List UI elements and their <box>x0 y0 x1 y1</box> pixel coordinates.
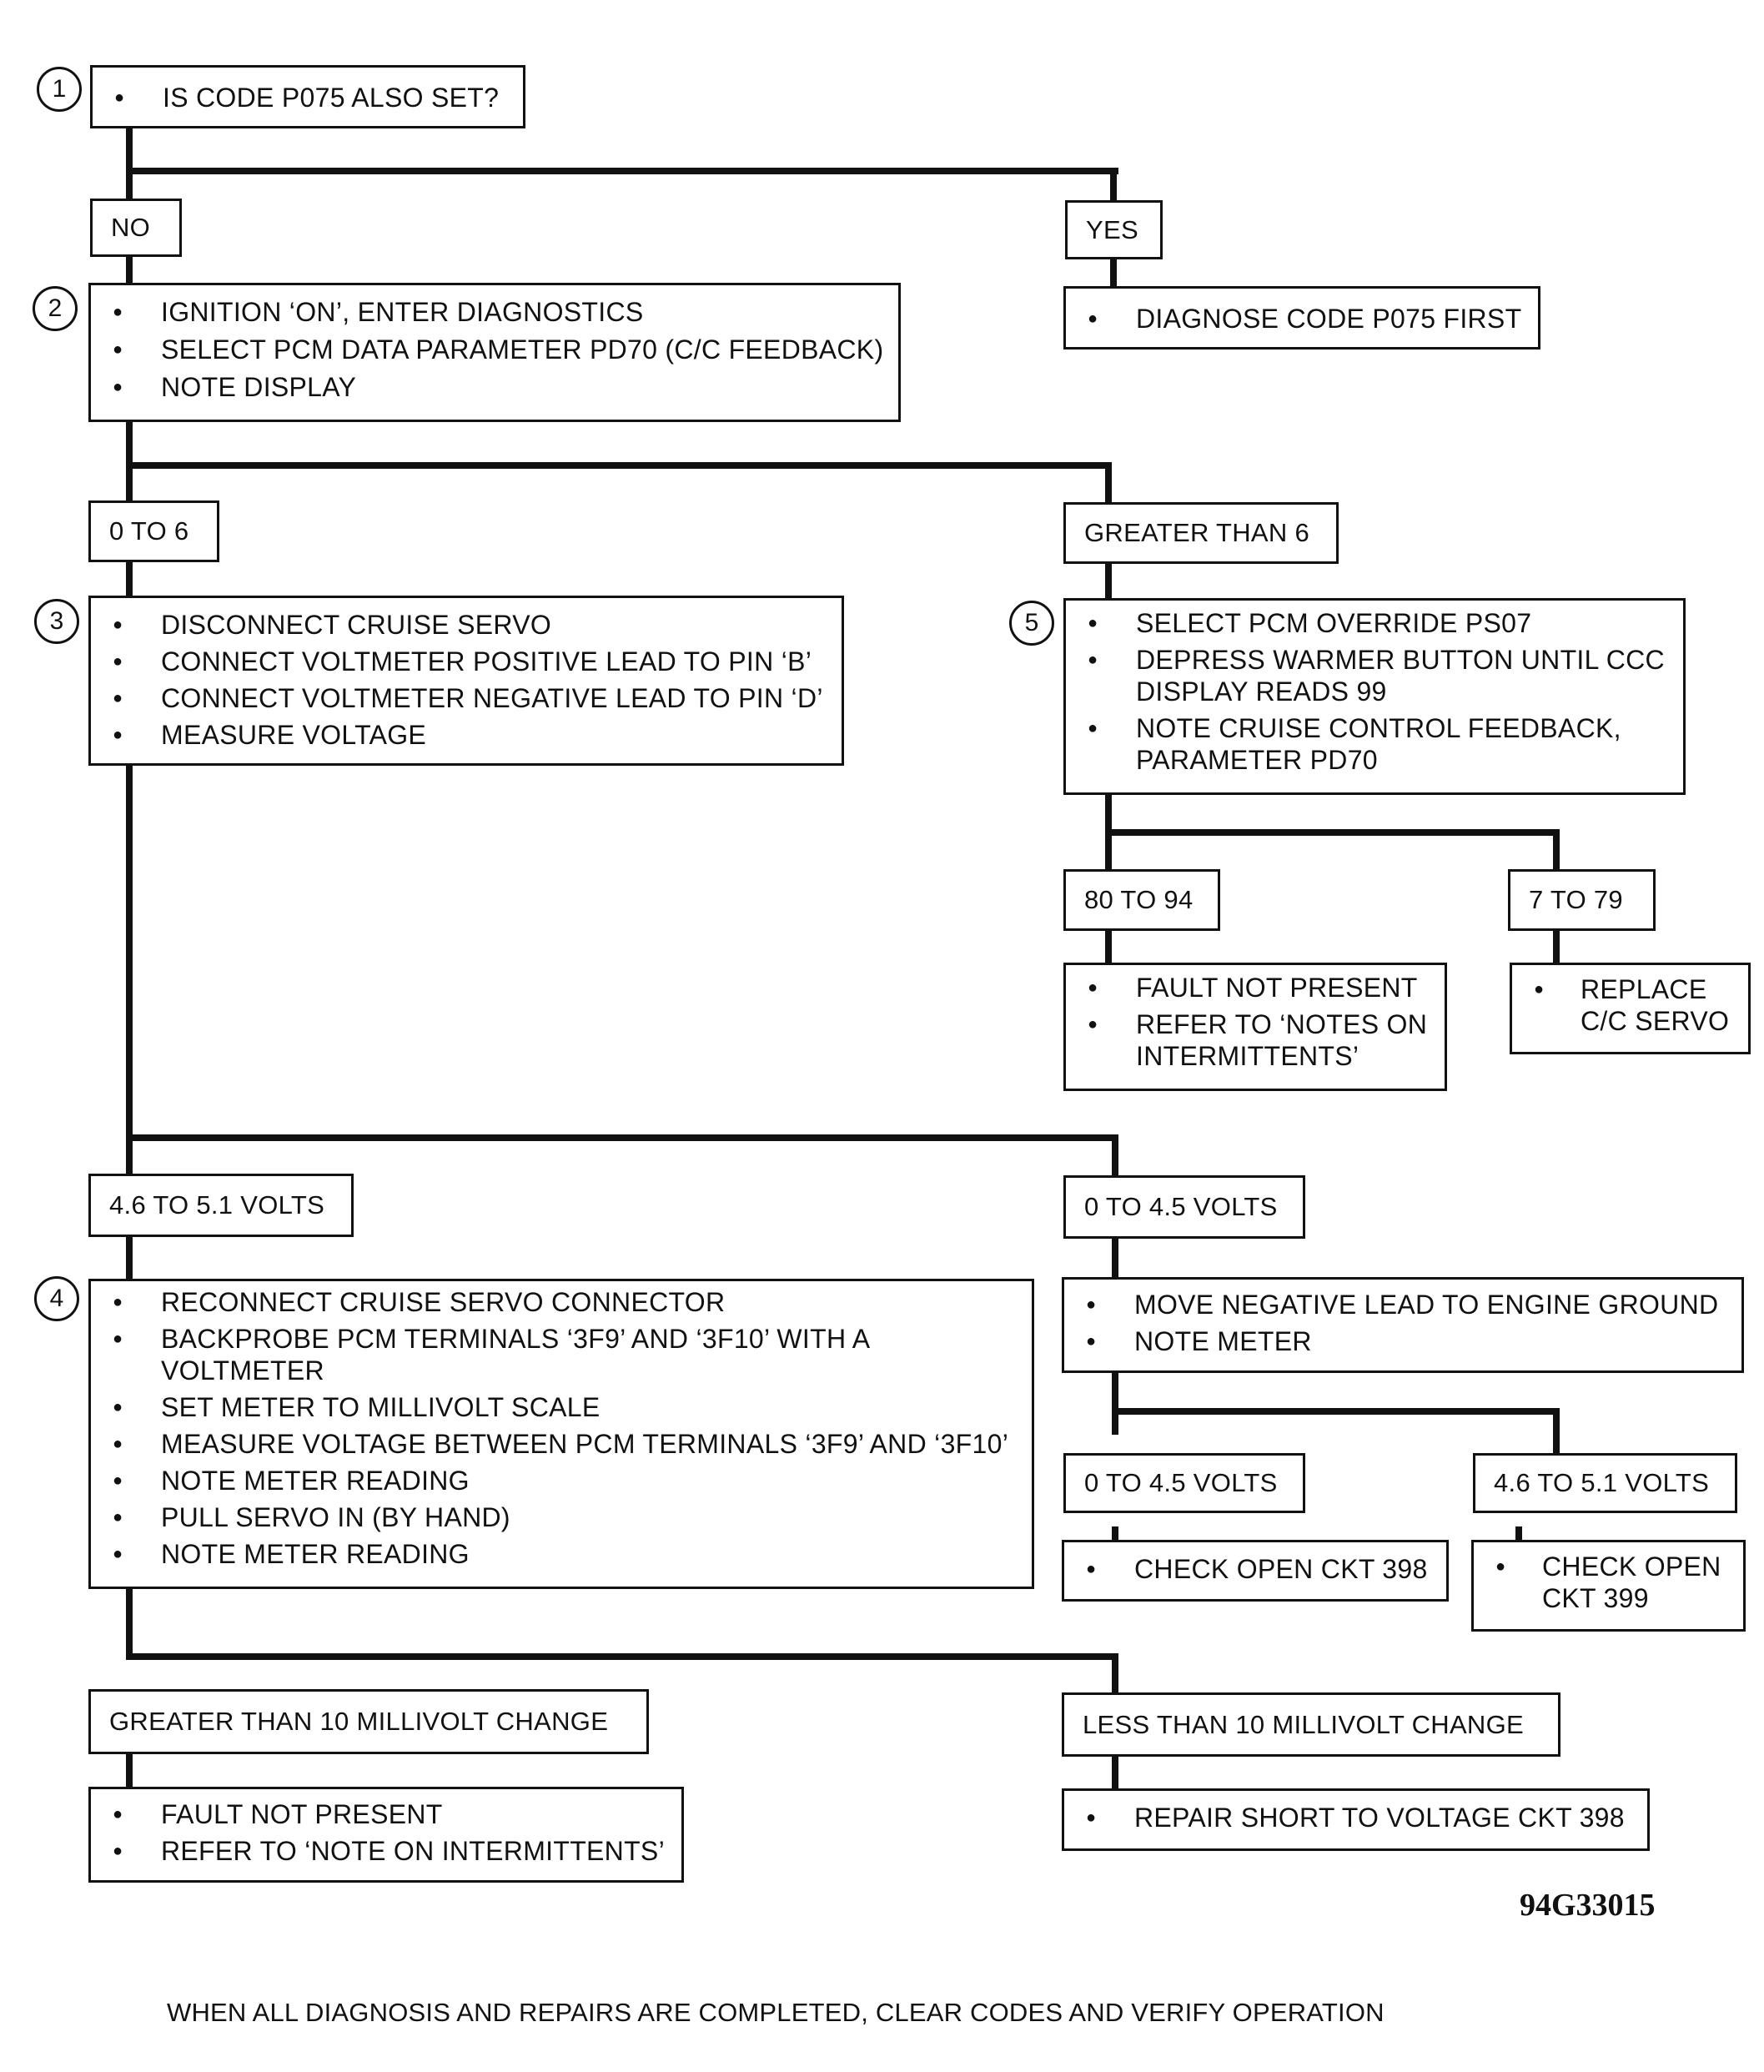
step-4-item: RECONNECT CRUISE SERVO CONNECTOR <box>91 1286 1022 1318</box>
connector <box>1105 929 1112 964</box>
volts-0-to-4-5-label: 0 TO 4.5 VOLTS <box>1063 1175 1305 1239</box>
connector <box>1105 462 1112 504</box>
step-2-item: NOTE DISPLAY <box>91 369 888 406</box>
step-3-box: DISCONNECT CRUISE SERVO CONNECT VOLTMETE… <box>88 596 844 766</box>
yes-label: YES <box>1065 200 1163 259</box>
greater-than-10mv-label: GREATER THAN 10 MILLIVOLT CHANGE <box>88 1689 649 1754</box>
connector <box>1105 829 1560 836</box>
fault-not-present-item: FAULT NOT PRESENT <box>1066 972 1435 1003</box>
fault-not-present-item-2: REFER TO ‘NOTE ON INTERMITTENTS’ <box>91 1833 671 1869</box>
connector <box>126 763 133 1176</box>
range-greater-than-6-label: GREATER THAN 6 <box>1063 502 1339 564</box>
connector <box>1112 1653 1118 1695</box>
replace-servo-item: REPLACE C/C SERVO <box>1512 973 1738 1037</box>
step-2-item: SELECT PCM DATA PARAMETER PD70 (C/C FEED… <box>91 331 888 369</box>
step-3-item: CONNECT VOLTMETER POSITIVE LEAD TO PIN ‘… <box>91 643 832 680</box>
step-4-item: NOTE METER READING <box>91 1465 1022 1496</box>
connector <box>1112 1235 1118 1281</box>
connector <box>126 254 133 284</box>
step-number-3: 3 <box>34 599 79 644</box>
connector <box>126 1752 133 1790</box>
move-lead-box: MOVE NEGATIVE LEAD TO ENGINE GROUND NOTE… <box>1062 1277 1744 1373</box>
step-number-4: 4 <box>34 1276 79 1321</box>
step-4-item: BACKPROBE PCM TERMINALS ‘3F9’ AND ‘3F10’… <box>91 1323 1022 1386</box>
check-open-398-item: CHECK OPEN CKT 398 <box>1064 1551 1436 1587</box>
step-4-item: MEASURE VOLTAGE BETWEEN PCM TERMINALS ‘3… <box>91 1428 1022 1460</box>
check-open-399-box: CHECK OPEN CKT 399 <box>1471 1540 1746 1632</box>
connector <box>126 1134 1118 1141</box>
connector <box>1112 1526 1118 1541</box>
step-4-item: PULL SERVO IN (BY HAND) <box>91 1501 1022 1533</box>
replace-servo-box: REPLACE C/C SERVO <box>1510 963 1751 1054</box>
step-2-box: IGNITION ‘ON’, ENTER DIAGNOSTICS SELECT … <box>88 283 901 422</box>
connector <box>1110 259 1117 289</box>
connector <box>1110 168 1117 201</box>
connector <box>1112 1755 1118 1790</box>
step-number-5: 5 <box>1009 601 1054 646</box>
step-5-item: NOTE CRUISE CONTROL FEEDBACK, PARAMETER … <box>1066 712 1673 776</box>
step-4-item: NOTE METER READING <box>91 1538 1022 1570</box>
step-1-box: IS CODE P075 ALSO SET? <box>90 65 525 128</box>
step-4-box: RECONNECT CRUISE SERVO CONNECTOR BACKPRO… <box>88 1279 1034 1589</box>
diagnose-p075-box: DIAGNOSE CODE P075 FIRST <box>1063 286 1540 350</box>
step-3-item: DISCONNECT CRUISE SERVO <box>91 606 832 643</box>
connector <box>1112 1134 1118 1176</box>
diagnose-p075-item: DIAGNOSE CODE P075 FIRST <box>1066 300 1528 337</box>
fault-not-present-item: REFER TO ‘NOTES ON INTERMITTENTS’ <box>1066 1008 1435 1072</box>
less-than-10mv-label: LESS THAN 10 MILLIVOLT CHANGE <box>1062 1692 1560 1757</box>
fault-not-present-item-2: FAULT NOT PRESENT <box>91 1796 671 1833</box>
connector <box>126 1235 133 1281</box>
connector <box>1515 1526 1522 1541</box>
step-1-item: IS CODE P075 ALSO SET? <box>93 79 513 116</box>
connector <box>1553 929 1560 964</box>
step-number-2: 2 <box>33 286 78 331</box>
connector <box>126 420 133 503</box>
range-0-to-6-label: 0 TO 6 <box>88 500 219 562</box>
move-lead-item: MOVE NEGATIVE LEAD TO ENGINE GROUND <box>1064 1286 1731 1323</box>
range-7-to-79-label: 7 TO 79 <box>1508 869 1656 931</box>
repair-short-398-item: REPAIR SHORT TO VOLTAGE CKT 398 <box>1064 1799 1637 1836</box>
connector <box>126 1583 133 1658</box>
connector <box>126 125 133 200</box>
step-5-box: SELECT PCM OVERRIDE PS07 DEPRESS WARMER … <box>1063 598 1686 795</box>
connector <box>126 462 1112 469</box>
connector <box>126 168 1118 174</box>
check-open-399-item: CHECK OPEN CKT 399 <box>1474 1551 1733 1614</box>
step-4-item: SET METER TO MILLIVOLT SCALE <box>91 1391 1022 1423</box>
move-lead-item: NOTE METER <box>1064 1323 1731 1360</box>
connector <box>126 561 133 599</box>
connector <box>1112 1408 1560 1415</box>
volts-0-to-4-5-label-2: 0 TO 4.5 VOLTS <box>1063 1453 1305 1513</box>
volts-4-6-to-5-1-label-2: 4.6 TO 5.1 VOLTS <box>1473 1453 1737 1513</box>
connector <box>1105 562 1112 601</box>
step-5-item: SELECT PCM OVERRIDE PS07 <box>1066 607 1673 639</box>
fault-not-present-box-2: FAULT NOT PRESENT REFER TO ‘NOTE ON INTE… <box>88 1787 684 1883</box>
connector <box>126 1653 1118 1660</box>
range-80-to-94-label: 80 TO 94 <box>1063 869 1220 931</box>
no-label: NO <box>90 199 182 257</box>
connector <box>1553 829 1560 873</box>
step-3-item: MEASURE VOLTAGE <box>91 717 832 753</box>
step-3-item: CONNECT VOLTMETER NEGATIVE LEAD TO PIN ‘… <box>91 680 832 717</box>
connector <box>1553 1408 1560 1475</box>
step-5-item: DEPRESS WARMER BUTTON UNTIL CCC DISPLAY … <box>1066 644 1673 707</box>
step-number-1: 1 <box>37 67 82 112</box>
volts-4-6-to-5-1-label: 4.6 TO 5.1 VOLTS <box>88 1174 354 1237</box>
connector <box>1112 1368 1118 1435</box>
figure-id: 94G33015 <box>1520 1888 1656 1923</box>
footer-note: WHEN ALL DIAGNOSIS AND REPAIRS ARE COMPL… <box>167 1998 1385 2027</box>
step-2-item: IGNITION ‘ON’, ENTER DIAGNOSTICS <box>91 294 888 331</box>
repair-short-398-box: REPAIR SHORT TO VOLTAGE CKT 398 <box>1062 1788 1650 1851</box>
fault-not-present-box: FAULT NOT PRESENT REFER TO ‘NOTES ON INT… <box>1063 963 1447 1091</box>
check-open-398-box: CHECK OPEN CKT 398 <box>1062 1540 1449 1602</box>
